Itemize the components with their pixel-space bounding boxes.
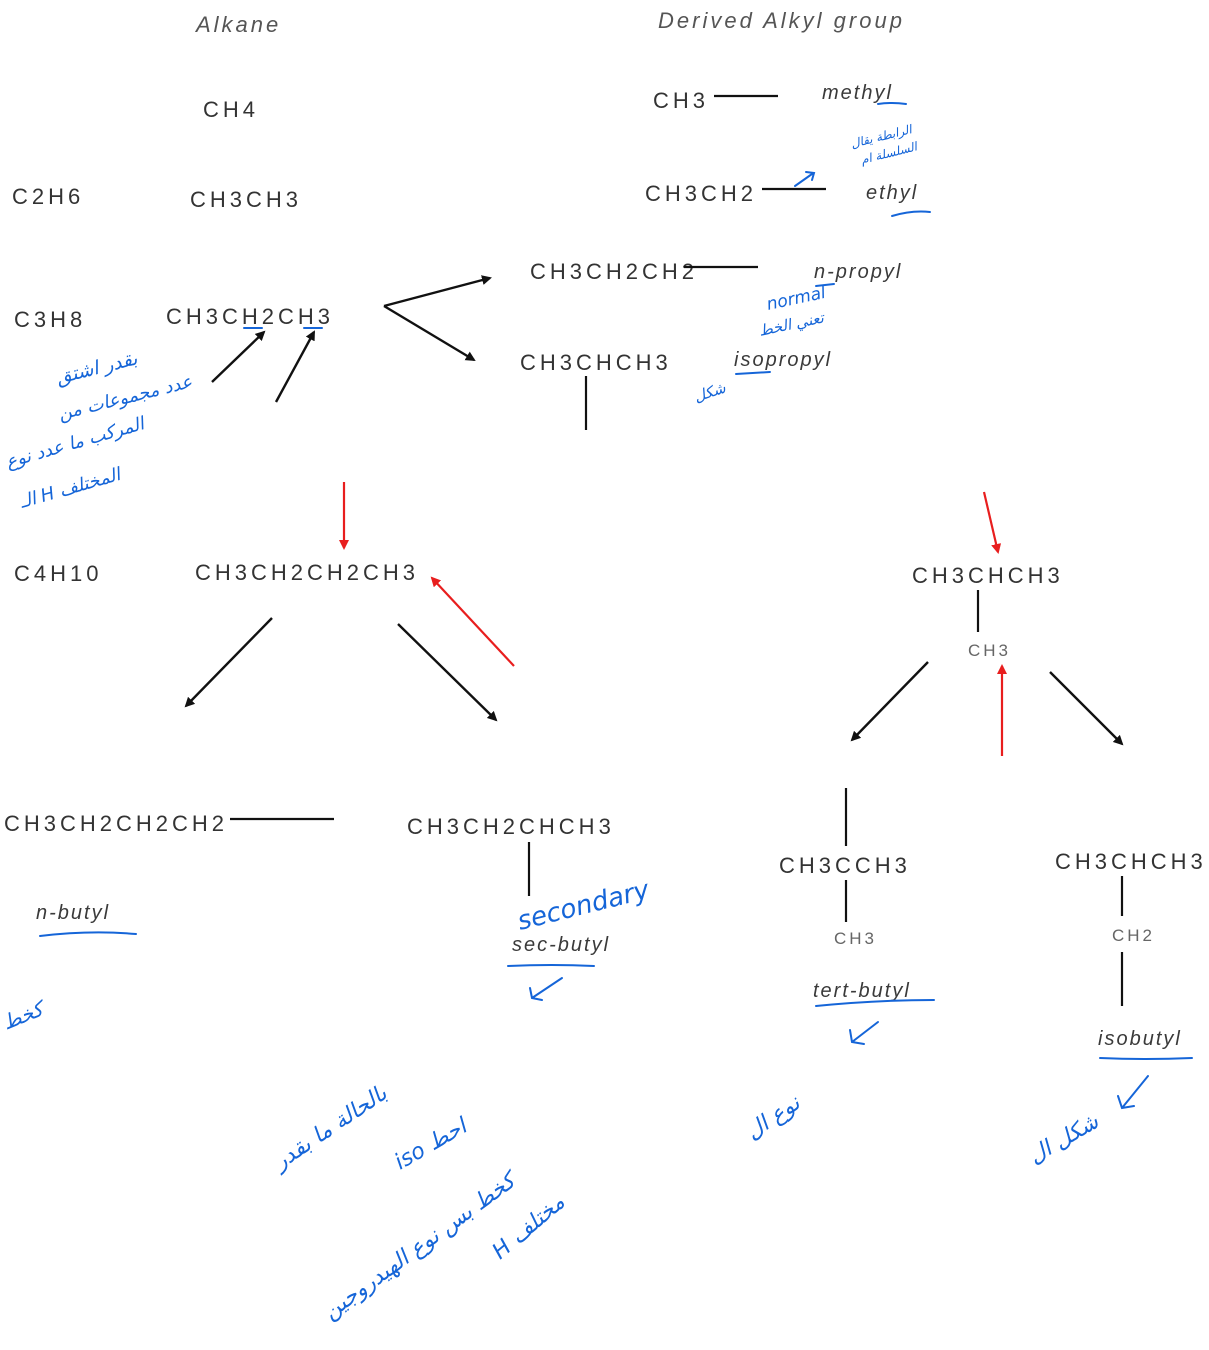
tert-butyl-underline bbox=[815, 999, 935, 1007]
n-butyl-underline bbox=[39, 931, 137, 937]
red-arrow-to-butane-end bbox=[430, 576, 515, 667]
secondary-annotation: secondary bbox=[514, 875, 653, 937]
sec-note-1: بالحالة ما بقدر bbox=[267, 1081, 392, 1177]
propane-note-3: المركب ما عدد نوع bbox=[4, 413, 149, 473]
alkane-header: Alkane bbox=[194, 12, 281, 37]
n-propyl-underline bbox=[815, 283, 835, 287]
isobutane-branch: CH3 bbox=[968, 641, 1011, 660]
methane-formula: CH4 bbox=[203, 97, 259, 122]
isobutyl-formula: CH3CHCH3 bbox=[1055, 849, 1207, 874]
isobutane-formula: CH3CHCH3 bbox=[912, 563, 1064, 588]
propane-note-1: بقدر اشتق bbox=[54, 347, 140, 389]
tert-butyl-name: tert-butyl bbox=[813, 980, 911, 1002]
arrow-to-sec-butyl bbox=[397, 623, 498, 722]
methyl-name: methyl bbox=[822, 82, 893, 104]
n-butyl-note: كخط bbox=[0, 995, 50, 1034]
isopropyl-note: شكل bbox=[692, 379, 729, 406]
sec-butyl-formula: CH3CH2CHCH3 bbox=[407, 814, 615, 839]
isopropyl-name: isopropyl bbox=[734, 349, 832, 371]
n-propyl-formula: CH3CH2CH2 bbox=[530, 259, 698, 284]
tert-butyl-annotation-arrow bbox=[849, 1021, 879, 1045]
normal-note: تعني الخط bbox=[757, 308, 827, 340]
isobutyl-name: isobutyl bbox=[1098, 1028, 1182, 1050]
arrow-to-n-propyl bbox=[383, 275, 492, 308]
butane-formula: CH3CH2CH2CH3 bbox=[195, 560, 419, 585]
propane-note-4: الـ H المختلف bbox=[17, 464, 125, 513]
isobutyl-note: شكل ال bbox=[1025, 1109, 1104, 1169]
sec-butyl-annotation-arrow bbox=[529, 977, 563, 1001]
isobutyl-branch: CH2 bbox=[1112, 926, 1155, 945]
ethyl-annotation-arrow bbox=[794, 171, 816, 187]
arrow-to-n-butyl bbox=[184, 617, 273, 708]
tert-butyl-branch: CH3 bbox=[834, 929, 877, 948]
red-arrow-to-isobutane bbox=[982, 491, 1002, 554]
arrow-to-isopropyl bbox=[383, 304, 476, 362]
arrow-to-tert-butyl bbox=[850, 661, 929, 742]
arrow-to-isobutyl bbox=[1049, 671, 1124, 746]
isopropyl-underline bbox=[735, 371, 771, 375]
isopropyl-formula: CH3CHCH3 bbox=[520, 350, 672, 375]
ethyl-formula: CH3CH2 bbox=[645, 181, 757, 206]
propane-molecular-formula: C3H8 bbox=[14, 307, 86, 332]
n-butyl-name: n-butyl bbox=[36, 902, 110, 924]
sec-butyl-underline bbox=[507, 964, 595, 967]
derived-alkyl-header: Derived Alkyl group bbox=[658, 8, 905, 33]
sec-butyl-name: sec-butyl bbox=[512, 934, 610, 956]
ethyl-underline bbox=[891, 210, 931, 217]
n-propyl-name: n-propyl bbox=[814, 261, 902, 283]
tert-butyl-note: نوع ال bbox=[741, 1090, 805, 1145]
ethyl-name: ethyl bbox=[866, 182, 918, 204]
arrow-to-terminal-h bbox=[211, 330, 266, 383]
methyl-formula: CH3 bbox=[653, 88, 709, 113]
tert-butyl-formula: CH3CCH3 bbox=[779, 853, 911, 878]
butane-molecular-formula: C4H10 bbox=[14, 561, 102, 586]
isobutyl-annotation-arrow bbox=[1117, 1075, 1149, 1110]
ethane-molecular-formula: C2H6 bbox=[12, 184, 84, 209]
arrow-to-middle-h bbox=[274, 330, 316, 403]
sec-note-2: iso احط bbox=[391, 1113, 474, 1175]
ethane-formula: CH3CH3 bbox=[190, 187, 302, 212]
isobutyl-underline bbox=[1099, 1057, 1193, 1060]
n-butyl-formula: CH3CH2CH2CH2 bbox=[4, 811, 228, 836]
methyl-underline bbox=[877, 102, 907, 105]
propane-formula: CH3CH2CH3 bbox=[166, 304, 334, 329]
